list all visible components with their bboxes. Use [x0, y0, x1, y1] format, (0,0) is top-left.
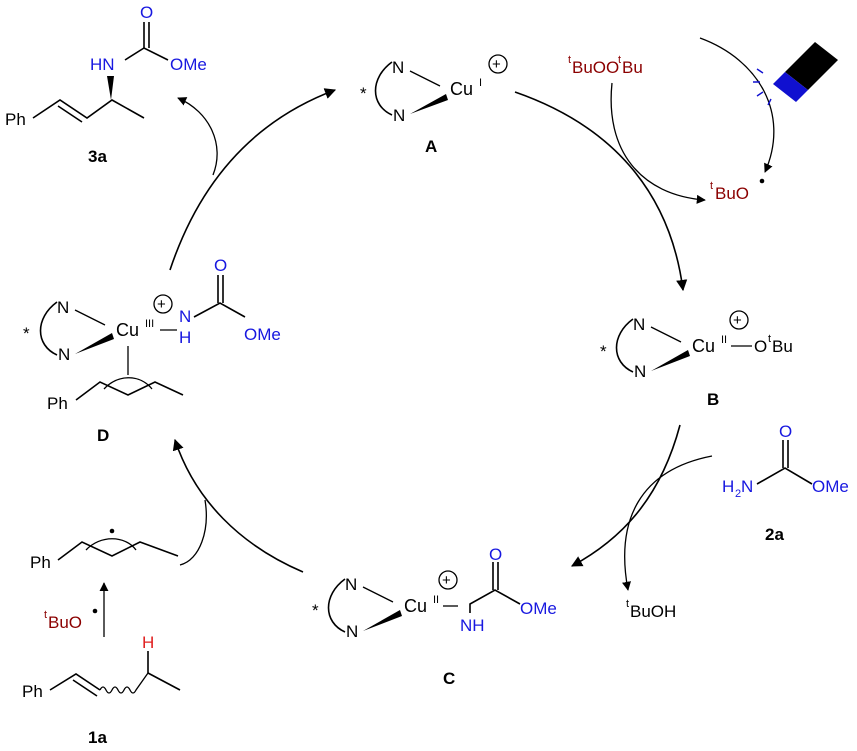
- label-C: C: [443, 669, 455, 688]
- arrow-peroxide-to-tBuO: [610, 82, 706, 204]
- svg-text:O: O: [754, 337, 767, 356]
- B-Cu: Cu: [692, 336, 715, 356]
- svg-text:*: *: [23, 324, 30, 343]
- svg-text:BuO: BuO: [48, 613, 82, 632]
- svg-text:O: O: [779, 422, 792, 441]
- D-Cu: Cu: [116, 320, 139, 340]
- 3a-Ph: Ph: [5, 110, 26, 129]
- arrow-2a-in-tBuOH-out: [622, 455, 713, 591]
- product-3a: Ph HN O OMe 3a: [5, 3, 207, 166]
- peroxide-reagent: t BuOO t Bu: [568, 54, 643, 77]
- carbamate-2a: H 2 N O OMe: [722, 422, 849, 500]
- svg-text:N: N: [58, 345, 70, 364]
- svg-text:OMe: OMe: [520, 599, 557, 618]
- arrow-C-to-D: [172, 438, 304, 573]
- svg-text:BuO: BuO: [715, 184, 749, 203]
- svg-text:NH: NH: [460, 616, 485, 635]
- svg-text:III: III: [145, 318, 154, 330]
- 3a-carbamate-bonds: [124, 47, 169, 61]
- arrow-light-to-tBuO: [699, 37, 775, 173]
- svg-text:*: *: [312, 601, 319, 620]
- svg-text:t: t: [618, 54, 621, 66]
- A-hash-bond: [409, 70, 441, 87]
- svg-text:t: t: [710, 180, 713, 192]
- svg-text:Bu: Bu: [622, 58, 643, 77]
- A-chiral-star: *: [360, 84, 367, 103]
- label-3a: 3a: [88, 147, 107, 166]
- D-N: N: [179, 307, 191, 326]
- 1a-abstracted-H: H: [142, 633, 154, 652]
- tBuO-radical-top: t BuO: [710, 178, 765, 203]
- A-ox-state: I: [479, 77, 482, 89]
- substrate-1a: Ph H 1a: [22, 633, 181, 747]
- svg-text:II: II: [721, 334, 727, 346]
- A-charge-circle: [488, 54, 508, 74]
- complex-A: N N Cu I * + A: [360, 54, 508, 156]
- arrow-to-product-3a: [177, 97, 218, 176]
- A-N-top: N: [392, 58, 404, 77]
- label-D: D: [97, 426, 109, 445]
- svg-text:H: H: [722, 477, 734, 496]
- svg-text:N: N: [741, 477, 753, 496]
- label-1a: 1a: [88, 728, 107, 747]
- svg-text:N: N: [634, 362, 646, 381]
- complex-B: N N * Cu II O t Bu + B: [600, 310, 793, 409]
- tBuO-radical-bottom: t BuO: [44, 608, 98, 632]
- svg-text:t: t: [768, 333, 771, 345]
- complex-C: N N * Cu II NH O OMe + C: [312, 545, 557, 688]
- svg-text:Ph: Ph: [47, 394, 68, 413]
- svg-text:+: +: [157, 296, 166, 313]
- svg-text:t: t: [44, 609, 47, 621]
- svg-text:BuOH: BuOH: [630, 602, 676, 621]
- 3a-O: O: [140, 3, 153, 22]
- blue-lamp-icon: [753, 42, 838, 106]
- arrow-radical-capture: [179, 499, 207, 566]
- cycle-arrows: [99, 37, 775, 637]
- 3a-chain: [32, 99, 145, 119]
- svg-text:OMe: OMe: [244, 325, 281, 344]
- svg-text:O: O: [489, 545, 502, 564]
- svg-text:+: +: [733, 312, 742, 329]
- label-2a: 2a: [765, 525, 784, 544]
- 3a-carbonyl: [143, 22, 150, 48]
- A-charge: +: [492, 56, 501, 73]
- 3a-OMe: OMe: [170, 55, 207, 74]
- label-B: B: [707, 390, 719, 409]
- svg-text:N: N: [346, 622, 358, 641]
- svg-text:N: N: [345, 575, 357, 594]
- 3a-HN: HN: [90, 55, 115, 74]
- D-H: H: [179, 328, 191, 347]
- svg-text:t: t: [626, 598, 629, 610]
- svg-text:OMe: OMe: [812, 477, 849, 496]
- svg-text:O: O: [214, 256, 227, 275]
- 3a-wedge: [107, 76, 114, 100]
- arrow-D-to-A: [169, 88, 337, 271]
- svg-text:II: II: [433, 594, 439, 606]
- svg-text:N: N: [633, 315, 645, 334]
- A-N-bottom: N: [393, 106, 405, 125]
- svg-text:Bu: Bu: [772, 337, 793, 356]
- complex-D: N N * Cu III H N O OMe + Ph D: [23, 256, 281, 445]
- label-A: A: [425, 137, 437, 156]
- 3a-double-bond: [57, 105, 83, 123]
- svg-text:2: 2: [735, 488, 741, 500]
- svg-text:t: t: [568, 54, 571, 66]
- svg-text:BuOO: BuOO: [572, 58, 619, 77]
- svg-text:Ph: Ph: [30, 553, 51, 572]
- C-Cu: Cu: [404, 596, 427, 616]
- tBuOH-byproduct: t BuOH: [626, 598, 676, 621]
- svg-text:+: +: [442, 572, 451, 589]
- A-wedge-bond: [410, 94, 448, 114]
- svg-text:*: *: [600, 342, 607, 361]
- arrow-A-to-B: [514, 91, 688, 292]
- svg-text:N: N: [57, 298, 69, 317]
- A-Cu: Cu: [450, 79, 473, 99]
- A-ligand-arc: [374, 61, 393, 116]
- allyl-radical: Ph: [30, 528, 179, 572]
- svg-text:Ph: Ph: [22, 682, 43, 701]
- arrow-B-to-C: [571, 424, 681, 567]
